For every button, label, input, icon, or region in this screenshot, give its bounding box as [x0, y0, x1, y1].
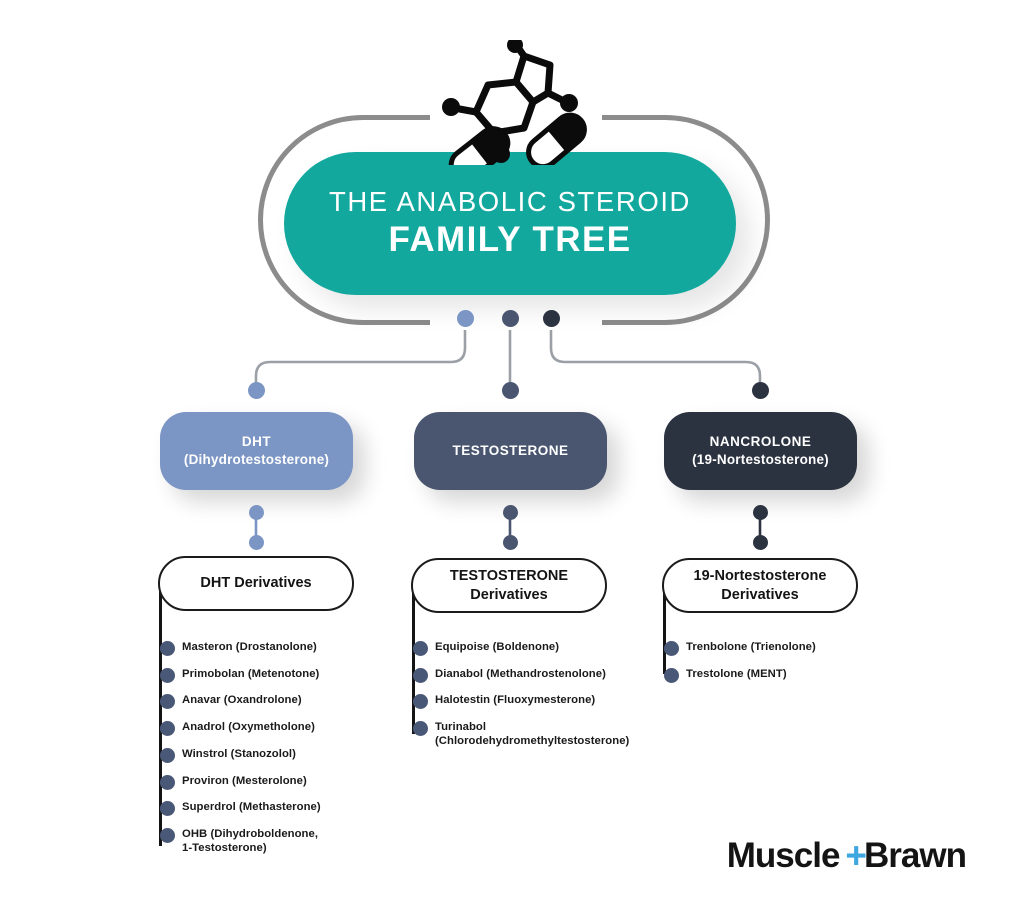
bullet-dot	[160, 747, 175, 763]
list-item[interactable]: Masteron (Drostanolone)	[160, 640, 382, 656]
list-item[interactable]: Proviron (Mesterolone)	[160, 774, 382, 790]
bullet-dot	[160, 641, 175, 656]
category-dht-line2: (Dihydrotestosterone)	[183, 452, 330, 467]
list-item[interactable]: Equipoise (Boldenone)	[413, 640, 650, 656]
list-item[interactable]: Anavar (Oxandrolone)	[160, 693, 382, 710]
node-testosterone-pill	[502, 382, 519, 399]
hero-title-line1: THE ANABOLIC STEROID	[328, 185, 692, 217]
wire-to-nandrolone	[549, 318, 762, 390]
list-item[interactable]: Halotestin (Fluoxymesterone)	[413, 693, 650, 710]
derivatives-nandrolone-line1: 19-Nortestosterone	[693, 567, 827, 584]
list-item[interactable]: Superdrol (Methasterone)	[160, 800, 382, 817]
node-dht-link-top	[249, 505, 264, 520]
stem-testosterone	[412, 586, 415, 734]
derivatives-box-nandrolone[interactable]: 19-Nortestosterone Derivatives	[662, 558, 858, 613]
bullet-dot	[160, 694, 175, 710]
derivatives-dht-line1: DHT Derivatives	[200, 575, 312, 592]
bullet-dot	[160, 828, 175, 844]
node-testosterone-top	[502, 310, 519, 327]
list-dht-derivatives: Masteron (Drostanolone) Primobolan (Mete…	[160, 640, 382, 855]
stem-nandrolone	[663, 586, 666, 674]
list-item[interactable]: Winstrol (Stanozolol)	[160, 747, 382, 763]
logo-text-part1: Muscle	[726, 836, 841, 875]
bullet-dot	[413, 667, 428, 683]
node-nandrolone-link-bottom	[753, 535, 768, 550]
node-dht-link-bottom	[249, 535, 264, 550]
bullet-dot	[160, 667, 175, 683]
node-testosterone-link-bottom	[503, 535, 518, 550]
logo-plus-icon: +	[845, 835, 867, 876]
wire-to-dht	[254, 318, 467, 390]
derivatives-nandrolone-line2: Derivatives	[721, 586, 799, 603]
category-nandrolone-line1: NANCROLONE	[709, 433, 812, 449]
category-testosterone-line1: TESTOSTERONE	[452, 442, 569, 458]
bullet-dot	[160, 774, 175, 790]
bullet-dot	[664, 667, 679, 683]
list-item[interactable]: OHB (Dihydroboldenone, 1-Testosterone)	[160, 827, 327, 855]
derivatives-testosterone-line1: TESTOSTERONE	[449, 567, 569, 584]
stem-dht	[159, 584, 162, 846]
category-box-testosterone[interactable]: TESTOSTERONE	[414, 412, 607, 490]
node-nandrolone-link-top	[753, 505, 768, 520]
bullet-dot	[413, 694, 428, 710]
category-box-dht[interactable]: DHT (Dihydrotestosterone)	[160, 412, 353, 490]
hero-title-card: THE ANABOLIC STEROID FAMILY TREE	[284, 152, 736, 295]
list-item[interactable]: Anadrol (Oxymetholone)	[160, 720, 382, 737]
brand-logo[interactable]: Muscle + Brawn	[726, 835, 967, 877]
list-nandrolone-derivatives: Trenbolone (Trienolone) Trestolone (MENT…	[664, 640, 886, 683]
node-nandrolone-top	[543, 310, 560, 327]
list-item[interactable]: Turinabol (Chlorodehydromethyltestostero…	[413, 720, 629, 748]
node-testosterone-link-top	[503, 505, 518, 520]
bullet-dot	[413, 721, 428, 737]
node-dht-top	[457, 310, 474, 327]
bullet-dot	[160, 801, 175, 817]
category-box-nandrolone[interactable]: NANCROLONE (19-Nortestosterone)	[664, 412, 857, 490]
derivatives-box-testosterone[interactable]: TESTOSTERONE Derivatives	[411, 558, 607, 613]
hero-title-line2: FAMILY TREE	[388, 219, 632, 259]
steroid-molecule-and-pills-icon	[432, 37, 592, 182]
list-item[interactable]: Trestolone (MENT)	[664, 667, 886, 683]
node-nandrolone-pill	[752, 382, 769, 399]
bullet-dot	[413, 641, 428, 656]
list-item[interactable]: Primobolan (Metenotone)	[160, 667, 382, 683]
derivatives-box-dht[interactable]: DHT Derivatives	[158, 556, 354, 611]
derivatives-testosterone-line2: Derivatives	[470, 586, 548, 603]
list-item[interactable]: Dianabol (Methandrostenolone)	[413, 667, 650, 683]
category-dht-line1: DHT	[241, 433, 272, 449]
list-item[interactable]: Trenbolone (Trienolone)	[664, 640, 886, 656]
bullet-dot	[160, 721, 175, 737]
bullet-dot	[664, 641, 679, 656]
node-dht-pill	[248, 382, 265, 399]
category-nandrolone-line2: (19-Nortestosterone)	[692, 452, 829, 467]
list-testosterone-derivatives: Equipoise (Boldenone) Dianabol (Methandr…	[413, 640, 650, 749]
logo-text-part2: Brawn	[864, 836, 967, 875]
